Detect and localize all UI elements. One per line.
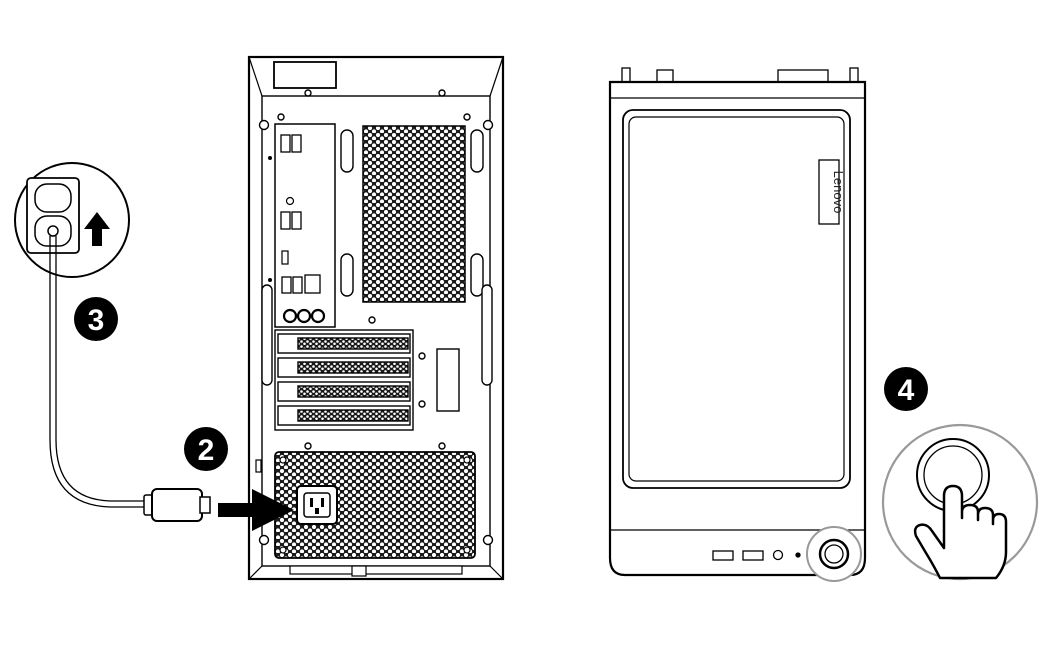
step-3-number: 3 — [88, 304, 105, 337]
step-2-badge: 2 — [184, 427, 228, 471]
io-panel — [268, 123, 336, 328]
lenovo-logo: Lenovo — [818, 159, 846, 225]
arrow-right-icon — [218, 489, 294, 531]
step-3-badge: 3 — [74, 297, 118, 341]
power-cable — [49, 236, 148, 508]
arrow-up-icon — [84, 212, 110, 246]
wall-outlet-callout — [14, 162, 130, 278]
step-4-badge: 4 — [884, 367, 928, 411]
power-supply — [274, 451, 476, 559]
step-2-number: 2 — [198, 434, 215, 467]
step-4-number: 4 — [898, 374, 915, 407]
power-button-icon[interactable] — [818, 538, 850, 570]
computer-rear-view — [247, 55, 505, 581]
power-plug-icon — [143, 488, 211, 522]
expansion-slots — [274, 329, 460, 431]
front-io-ports — [712, 549, 801, 561]
rear-fan-grille — [362, 125, 466, 303]
hand-pointer-icon — [913, 484, 1008, 580]
power-button-callout — [881, 423, 1039, 581]
computer-front-view: Lenovo — [608, 67, 867, 582]
logo-text: Lenovo — [831, 171, 846, 214]
